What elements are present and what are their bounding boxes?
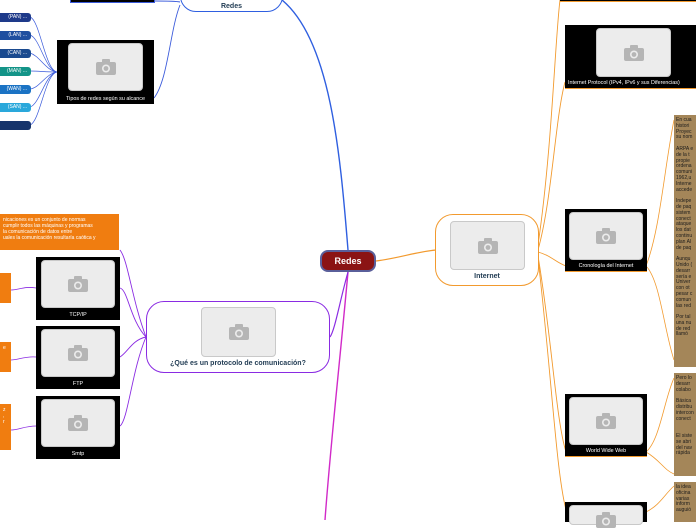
link-internet-child-0 [537,0,561,246]
smtp-caption: Smtp [71,451,85,457]
central-topic[interactable]: Redes [320,250,376,272]
link-internet-child-3 [537,255,567,453]
tcpip-image-card[interactable]: TCP/IP [36,257,120,320]
link-central-redes [281,0,349,251]
redes-subtopic-label: Redes [220,3,242,10]
smtp-image-card[interactable]: Smtp [36,396,120,459]
internet-label: Internet [474,273,500,280]
camera-icon [596,413,616,429]
protocolo-bubble[interactable]: ¿Qué es un protocolo de comunicación? [146,301,330,373]
image-placeholder [569,212,643,260]
smtp-note[interactable]: z , r [0,404,11,450]
image-placeholder [201,307,276,357]
link-central-down [324,271,349,520]
internet-history-note[interactable]: En cua histori Proyec su nom ARPA e de l… [674,115,696,367]
central-topic-label: Redes [334,256,362,266]
link-internet-child-2 [537,251,567,267]
internet-protocol-card[interactable]: Internet Protocol (IPv4, IPv6 y sus Dife… [565,25,696,89]
ftp-note[interactable]: e [0,342,11,372]
camera-icon [95,59,116,75]
ftp-caption: FTP [72,381,84,387]
www-card[interactable]: World Wide Web [565,394,647,457]
cronologia-card[interactable]: Cronología del Internet [565,209,647,272]
internet-protocol-caption: Internet Protocol (IPv4, IPv6 y sus Dife… [568,80,680,86]
image-placeholder [569,505,643,528]
image-placeholder [41,399,115,447]
camera-icon [228,324,249,340]
protocolo-label: ¿Qué es un protocolo de comunicación? [170,360,306,367]
net-pill-san[interactable]: (SAN) ... [0,103,31,112]
image-placeholder [41,329,115,377]
internet-child-top-partial[interactable] [560,0,696,2]
image-placeholder [68,43,143,91]
net-pill-wan[interactable]: (WAN) ... [0,85,31,94]
camera-icon [596,512,616,528]
top-image-card-partial[interactable] [70,0,155,3]
link-central-protocolo [329,271,349,338]
image-placeholder [569,397,643,445]
protocolo-definition-note[interactable]: nicaciones es un conjunto de normas cump… [0,214,119,250]
camera-icon [68,415,88,431]
www-caption: World Wide Web [585,448,627,454]
bottom-note[interactable]: la idea oficina varias inform auguió [674,482,696,522]
net-pill-can[interactable]: (CAN) ... [0,49,31,58]
net-pill-pan[interactable]: (PAN) ... [0,13,31,22]
link-internet-child-1 [537,81,566,251]
camera-icon [477,237,498,254]
camera-icon [596,228,616,244]
net-pill-man[interactable]: (MAN) ... [0,67,31,76]
image-placeholder [596,28,671,77]
redes-subtopic-bubble[interactable]: Redes [180,0,283,12]
image-placeholder [450,221,525,270]
camera-icon [68,276,88,292]
internet-bubble[interactable]: Internet [435,214,539,286]
alcance-caption: Tipos de redes según su alcance [66,96,145,102]
alcance-image-card[interactable]: Tipos de redes según su alcance [57,40,154,104]
ftp-image-card[interactable]: FTP [36,326,120,389]
cronologia-caption: Cronología del Internet [578,263,634,269]
tcpip-caption: TCP/IP [69,312,87,318]
camera-icon [623,44,644,61]
image-placeholder [41,260,115,308]
link-internet-child-4 [537,257,567,511]
tcpip-note[interactable] [0,273,11,303]
www-note[interactable]: Pero lo desarr colabo Básica distribu in… [674,373,696,476]
internet-child-bottom-partial[interactable] [565,502,647,528]
link-central-internet [375,249,437,262]
net-pill-extra[interactable] [0,121,31,130]
camera-icon [68,345,88,361]
net-pill-lan[interactable]: (LAN) ... [0,31,31,40]
